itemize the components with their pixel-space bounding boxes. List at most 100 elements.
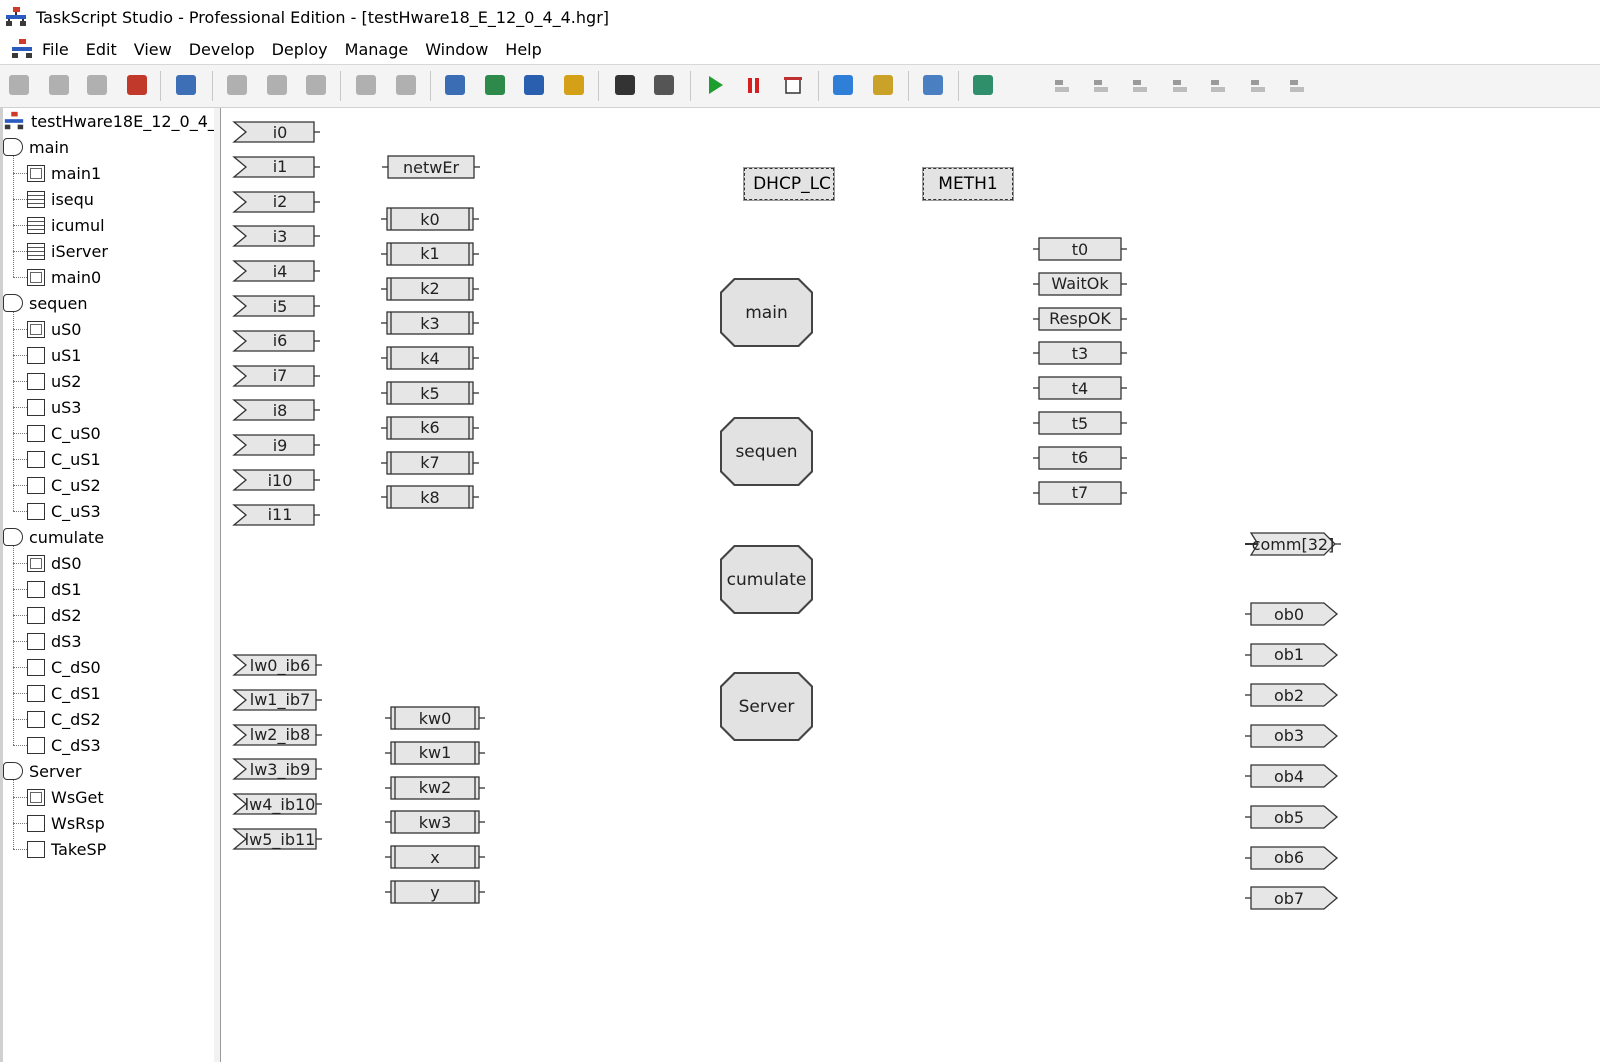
tree-item[interactable]: main0 xyxy=(27,264,101,290)
dhcp-device-block[interactable]: DHCP_LC xyxy=(744,168,834,200)
word-constant-block[interactable]: kw2 xyxy=(385,775,485,800)
align-top-icon[interactable] xyxy=(1128,72,1154,98)
menu-deploy[interactable]: Deploy xyxy=(271,39,328,59)
output-block[interactable]: ob2 xyxy=(1245,683,1339,707)
distribute-icon[interactable] xyxy=(1246,72,1272,98)
close-project-icon[interactable] xyxy=(124,72,150,98)
menu-file[interactable]: File xyxy=(42,39,69,59)
book-icon[interactable] xyxy=(970,72,996,98)
tree-item[interactable]: dS3 xyxy=(27,628,82,654)
timer-block[interactable]: RespOK xyxy=(1033,306,1127,331)
build-icon[interactable] xyxy=(482,72,508,98)
upload-binary-icon[interactable] xyxy=(561,72,587,98)
tree-item[interactable]: sequen xyxy=(3,290,87,316)
tree-item[interactable]: iServer xyxy=(27,238,108,264)
word-constant-block[interactable]: x xyxy=(385,845,485,869)
tree-item[interactable]: uS3 xyxy=(27,394,81,420)
tree-item[interactable]: C_dS0 xyxy=(27,654,101,680)
splitter-handle[interactable] xyxy=(214,108,221,1062)
task-block-cumulate[interactable]: cumulate xyxy=(720,545,813,614)
output-block[interactable]: ob1 xyxy=(1245,642,1339,667)
output-block[interactable]: ob7 xyxy=(1245,886,1339,910)
constant-block[interactable]: k8 xyxy=(381,485,479,510)
word-constant-block[interactable]: kw0 xyxy=(385,706,485,730)
output-block[interactable]: ob4 xyxy=(1245,764,1339,789)
align-center-icon[interactable] xyxy=(1089,72,1115,98)
redo-icon[interactable] xyxy=(393,72,419,98)
tree-item[interactable]: C_dS3 xyxy=(27,732,101,758)
timer-block[interactable]: t6 xyxy=(1033,446,1127,470)
word-input-block[interactable]: lw1_ib7 xyxy=(232,689,322,711)
timer-block[interactable]: WaitOk xyxy=(1033,272,1127,296)
tree-item[interactable]: Server xyxy=(3,758,81,784)
comm-block[interactable]: comm[32] xyxy=(1245,532,1341,556)
windows-icon[interactable] xyxy=(870,72,896,98)
tree-item[interactable]: uS2 xyxy=(27,368,81,394)
output-block[interactable]: ob3 xyxy=(1245,724,1339,748)
tree-item[interactable]: C_uS3 xyxy=(27,498,101,524)
input-block[interactable]: i5 xyxy=(232,295,320,317)
download-binary-icon[interactable] xyxy=(521,72,547,98)
constant-block[interactable]: k5 xyxy=(381,381,479,405)
stop-icon[interactable] xyxy=(780,72,806,98)
align-left-icon[interactable] xyxy=(1050,72,1076,98)
script-icon[interactable] xyxy=(920,72,946,98)
tree-item[interactable]: isequ xyxy=(27,186,94,212)
input-block[interactable]: i8 xyxy=(232,399,320,422)
save-icon[interactable] xyxy=(84,72,110,98)
input-block[interactable]: i11 xyxy=(232,504,320,526)
print-icon[interactable] xyxy=(173,72,199,98)
menu-develop[interactable]: Develop xyxy=(188,39,255,59)
list-icon[interactable] xyxy=(651,72,677,98)
timer-block[interactable]: t4 xyxy=(1033,376,1127,400)
constant-block[interactable]: k0 xyxy=(381,207,479,231)
word-input-block[interactable]: lw0_ib6 xyxy=(232,654,322,676)
tree-item[interactable]: testHware18E_12_0_4_4 xyxy=(3,108,215,134)
tree-item[interactable]: uS0 xyxy=(27,316,81,342)
tree-item[interactable]: dS0 xyxy=(27,550,82,576)
menu-manage[interactable]: Manage xyxy=(344,39,409,59)
connect-icon[interactable] xyxy=(830,72,856,98)
cut-icon[interactable] xyxy=(264,72,290,98)
tree-item[interactable]: C_uS2 xyxy=(27,472,101,498)
undo-icon[interactable] xyxy=(353,72,379,98)
constant-block[interactable]: k1 xyxy=(381,242,479,266)
tree-item[interactable]: C_uS1 xyxy=(27,446,101,472)
input-block[interactable]: i6 xyxy=(232,330,320,352)
input-block[interactable]: i1 xyxy=(232,156,320,178)
compile-icon[interactable] xyxy=(442,72,468,98)
timer-block[interactable]: t5 xyxy=(1033,411,1127,435)
align-right-icon[interactable] xyxy=(1168,72,1194,98)
word-input-block[interactable]: lw2_ib8 xyxy=(232,723,322,746)
ethernet-device-block[interactable]: METH1 xyxy=(923,168,1013,200)
input-block[interactable]: i9 xyxy=(232,434,320,456)
open-folder-icon[interactable] xyxy=(46,72,72,98)
constant-block[interactable]: k2 xyxy=(381,276,479,301)
tree-item[interactable]: WsRsp xyxy=(27,810,105,836)
input-block[interactable]: i10 xyxy=(232,469,320,491)
tree-item[interactable]: dS1 xyxy=(27,576,82,602)
menu-window[interactable]: Window xyxy=(425,39,489,59)
input-block[interactable]: i2 xyxy=(232,190,320,213)
word-input-block[interactable]: lw3_ib9 xyxy=(232,758,322,781)
word-input-block[interactable]: lw4_ib10 xyxy=(232,793,322,815)
constant-block[interactable]: k7 xyxy=(381,450,479,475)
constant-block[interactable]: k4 xyxy=(381,346,479,370)
output-block[interactable]: ob5 xyxy=(1245,805,1339,829)
input-block[interactable]: i4 xyxy=(232,260,320,282)
tree-item[interactable]: dS2 xyxy=(27,602,82,628)
new-file-icon[interactable] xyxy=(6,72,32,98)
output-block[interactable]: ob0 xyxy=(1245,602,1339,626)
run-icon[interactable] xyxy=(702,72,728,98)
network-flag-block[interactable]: netwEr xyxy=(382,155,480,179)
output-block[interactable]: ob6 xyxy=(1245,845,1339,870)
menu-help[interactable]: Help xyxy=(505,39,542,59)
task-block-Server[interactable]: Server xyxy=(720,672,813,741)
input-block[interactable]: i3 xyxy=(232,225,320,248)
tree-item[interactable]: C_dS2 xyxy=(27,706,101,732)
word-constant-block[interactable]: kw1 xyxy=(385,741,485,765)
timer-block[interactable]: t3 xyxy=(1033,341,1127,366)
tree-item[interactable]: cumulate xyxy=(3,524,104,550)
group-icon[interactable] xyxy=(1285,72,1311,98)
task-block-main[interactable]: main xyxy=(720,278,813,347)
